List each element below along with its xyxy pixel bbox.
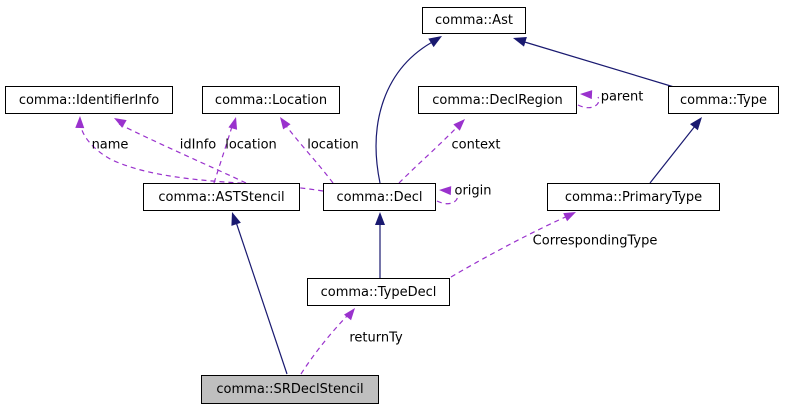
edge-label-location: location	[307, 137, 359, 153]
edge-decl-identifierinfo	[79, 121, 324, 192]
edge-label-location: location	[225, 137, 277, 153]
edge-label-parent: parent	[600, 89, 644, 105]
arrowhead-declregion-declregion	[580, 90, 593, 100]
edge-label-idInfo: idInfo	[179, 137, 217, 153]
node-declregion[interactable]: comma::DeclRegion	[418, 86, 577, 114]
node-aststencil[interactable]: comma::ASTStencil	[143, 183, 300, 211]
node-label: comma::Location	[214, 92, 328, 108]
node-typedecl[interactable]: comma::TypeDecl	[307, 278, 450, 306]
node-primarytype[interactable]: comma::PrimaryType	[547, 183, 720, 211]
node-label: comma::Decl	[336, 189, 423, 205]
node-label: comma::ASTStencil	[158, 189, 285, 205]
arrowhead-srdeclstencil-aststencil	[231, 212, 241, 226]
node-ast[interactable]: comma::Ast	[422, 7, 526, 34]
node-label: comma::IdentifierInfo	[18, 92, 160, 108]
node-label: comma::TypeDecl	[320, 284, 437, 300]
edge-type-ast	[517, 39, 675, 88]
edge-srdeclstencil-aststencil	[233, 215, 288, 375]
arrowhead-decl-declregion	[453, 119, 465, 131]
node-label: comma::Ast	[435, 13, 513, 28]
arrowhead-typedecl-primarytype	[563, 212, 576, 222]
edge-srdeclstencil-typedecl	[300, 312, 351, 375]
node-decl[interactable]: comma::Decl	[323, 183, 436, 211]
arrowhead-typedecl-decl	[375, 212, 385, 225]
edge-decl-decl	[436, 193, 459, 205]
edge-declregion-declregion	[577, 96, 600, 109]
edge-label-name: name	[91, 137, 129, 153]
node-identifierinfo[interactable]: comma::IdentifierInfo	[5, 86, 173, 114]
arrowhead-decl-decl	[439, 186, 452, 196]
edge-label-CorrespondingType: CorrespondingType	[532, 233, 658, 249]
arrowhead-srdeclstencil-typedecl	[344, 308, 355, 321]
node-type[interactable]: comma::Type	[668, 86, 779, 114]
arrowhead-decl-location	[280, 117, 291, 130]
edge-label-returnTy: returnTy	[349, 330, 403, 346]
node-label: comma::PrimaryType	[564, 189, 703, 205]
arrowhead-decl-ast	[428, 36, 442, 48]
edge-primarytype-type	[649, 120, 700, 184]
edge-label-context: context	[451, 137, 501, 153]
arrowhead-primarytype-type	[689, 117, 702, 131]
edge-decl-location	[283, 122, 334, 184]
arrowhead-aststencil-identifierinfo	[114, 118, 127, 128]
node-label: comma::SRDeclStencil	[216, 382, 364, 397]
arrowhead-decl-identifierinfo	[75, 116, 85, 129]
arrowhead-type-ast	[513, 37, 527, 47]
arrowhead-aststencil-location	[228, 117, 238, 130]
node-label: comma::Type	[679, 92, 767, 108]
edge-typedecl-primarytype	[450, 214, 571, 278]
edge-decl-ast	[375, 39, 437, 184]
edge-label-origin: origin	[454, 183, 492, 199]
node-location[interactable]: comma::Location	[202, 86, 340, 114]
node-srdeclstencil: comma::SRDeclStencil	[201, 375, 379, 404]
edge-aststencil-identifierinfo	[118, 123, 247, 184]
edge-decl-declregion	[398, 123, 461, 184]
node-label: comma::DeclRegion	[432, 92, 563, 108]
